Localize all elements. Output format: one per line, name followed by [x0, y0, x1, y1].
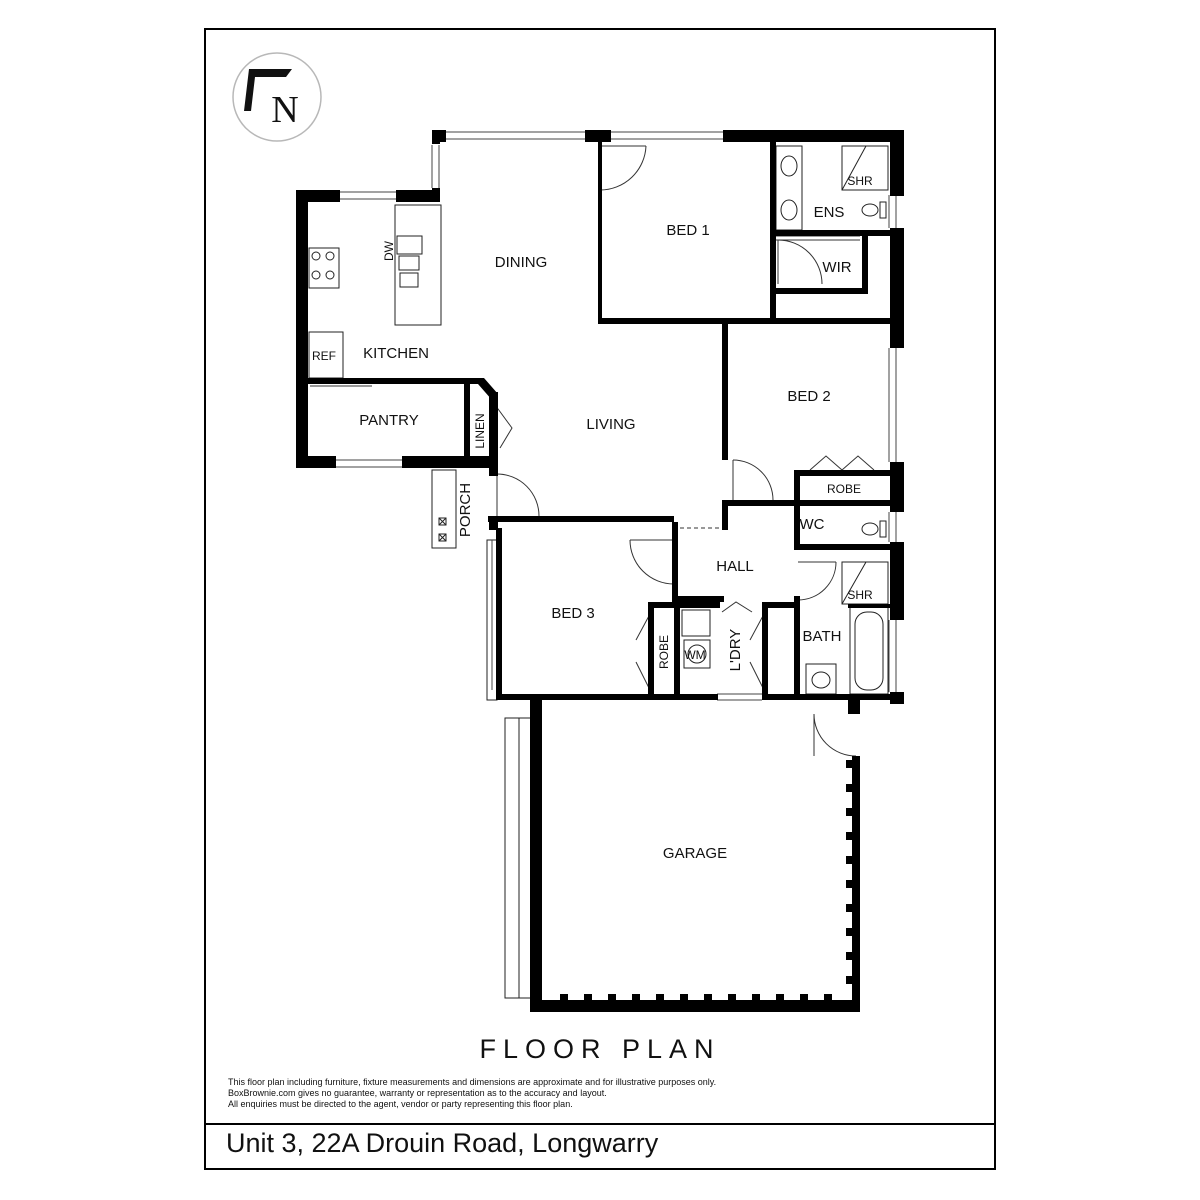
windows	[336, 131, 897, 701]
room-label-robe-bed3: ROBE	[657, 635, 671, 669]
floor-plan-title: FLOOR PLAN	[479, 1034, 721, 1064]
room-label-dining: DINING	[495, 254, 548, 271]
room-label-bed2: BED 2	[787, 388, 830, 405]
page-frame	[204, 28, 996, 1170]
doors	[310, 145, 875, 757]
disclaimer-line: This floor plan including furniture, fix…	[228, 1077, 717, 1087]
room-label-laundry: L'DRY	[727, 629, 744, 672]
room-label-pantry: PANTRY	[359, 412, 418, 429]
room-label-dw: DW	[382, 240, 396, 261]
disclaimer: This floor plan including furniture, fix…	[228, 1077, 928, 1110]
room-label-wm: WM	[684, 648, 705, 662]
room-label-ref: REF	[312, 349, 336, 363]
fixture-symbols	[311, 145, 887, 689]
room-label-kitchen: KITCHEN	[363, 345, 429, 362]
room-label-porch: PORCH	[457, 483, 474, 537]
room-label-bath: BATH	[803, 628, 842, 645]
room-label-hall: HALL	[716, 558, 754, 575]
room-label-shr-bath: SHR	[847, 588, 873, 602]
room-label-ens: ENS	[814, 204, 845, 221]
room-label-linen: LINEN	[473, 413, 487, 448]
compass-letter: N	[271, 89, 298, 131]
room-label-garage: GARAGE	[663, 845, 727, 862]
room-label-wir: WIR	[822, 259, 851, 276]
north-compass-icon: N	[232, 52, 322, 142]
garage-wall-ticks	[560, 760, 852, 1000]
room-label-robe-bed2: ROBE	[827, 482, 861, 496]
room-label-bed1: BED 1	[666, 222, 709, 239]
property-address: Unit 3, 22A Drouin Road, Longwarry	[226, 1128, 659, 1158]
room-labels: BED 1 ENS SHR WIR DINING KITCHEN DW REF …	[312, 174, 873, 862]
room-label-bed3: BED 3	[551, 605, 594, 622]
room-label-wc: WC	[800, 516, 825, 533]
address-divider	[204, 1123, 996, 1125]
room-label-living: LIVING	[586, 416, 635, 433]
disclaimer-line: BoxBrownie.com gives no guarantee, warra…	[228, 1088, 607, 1098]
disclaimer-line: All enquiries must be directed to the ag…	[228, 1099, 573, 1109]
walls	[296, 130, 904, 1012]
room-label-shr-ens: SHR	[847, 174, 873, 188]
